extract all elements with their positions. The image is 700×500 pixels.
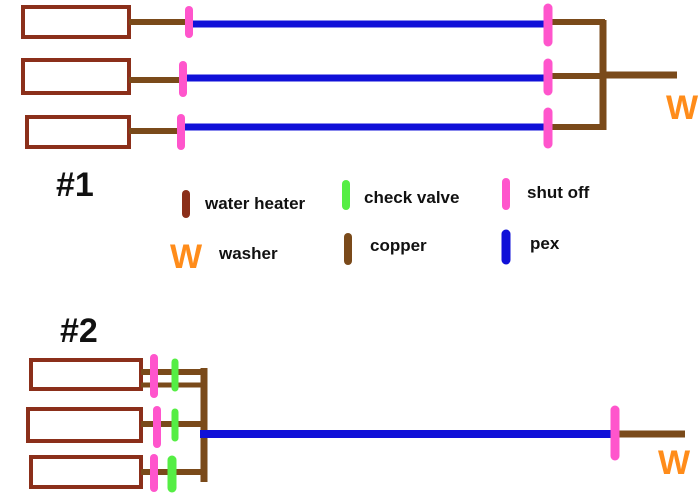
legend-washer-swatch: W	[170, 238, 203, 276]
legend-shut-off-label: shut off	[527, 183, 590, 202]
water-heater-2c	[29, 455, 143, 489]
water-heater-1a	[21, 5, 131, 39]
washer-mark-1: W	[666, 89, 699, 127]
water-heater-1c	[25, 115, 131, 149]
legend-washer-label: washer	[218, 244, 278, 263]
legend-check-valve-label: check valve	[364, 188, 459, 207]
diagram-two: #2 W	[26, 312, 691, 493]
diagram-one: W #1	[21, 3, 699, 204]
section-label-2: #2	[60, 312, 98, 350]
washer-mark-2: W	[658, 444, 691, 482]
water-heater-1b	[21, 58, 131, 95]
legend: water heater check valve shut off W wash…	[170, 178, 590, 276]
water-heater-2a	[29, 358, 143, 391]
legend-water-heater-label: water heater	[204, 194, 306, 213]
legend-pex-label: pex	[530, 234, 560, 253]
water-heater-2b	[26, 407, 143, 443]
section-label-1: #1	[56, 166, 94, 204]
legend-copper-label: copper	[370, 236, 427, 255]
